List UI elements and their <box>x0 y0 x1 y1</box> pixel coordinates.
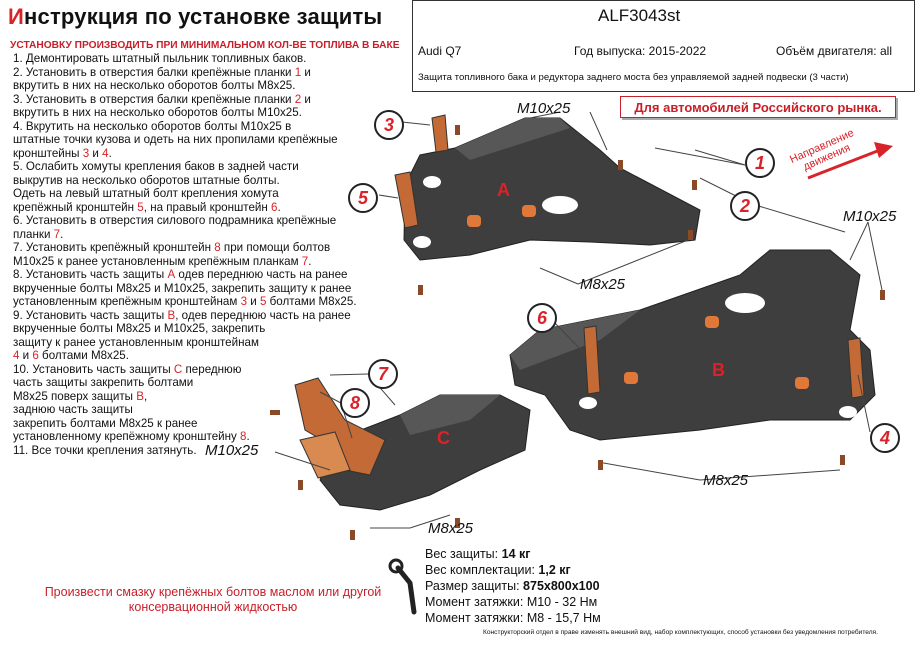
bolt-icon <box>455 125 460 135</box>
bolt-icon <box>418 285 423 295</box>
step-9-end: 4 и 6 болтами М8х25. <box>13 349 129 362</box>
step-7-end: М10х25 к ранее установленным крепёжным п… <box>13 254 312 268</box>
step-2: 2. Установить в отверстия балки крепёжны… <box>13 65 311 79</box>
spec-size: Размер защиты: 875x800x100 <box>425 579 600 593</box>
specifications: Вес защиты: 14 кг Вес комплектации: 1,2 … <box>425 546 601 626</box>
part-c-label: C <box>437 428 450 448</box>
step-11: 11. Все точки крепления затянуть. <box>13 443 197 457</box>
fuel-warning: УСТАНОВКУ ПРОИЗВОДИТЬ ПРИ МИНИМАЛЬНОМ КО… <box>10 40 400 51</box>
spec-torque-m10: Момент затяжки: М10 - 32 Нм <box>425 595 598 609</box>
bolt-icon <box>880 290 885 300</box>
step-8: 8. Установить часть защиты А одев передн… <box>13 268 348 281</box>
bolt-icon <box>270 410 280 415</box>
protection-part-c <box>294 377 531 511</box>
step-9-cont: вкрученные болты М8х25 и М10х25, закрепи… <box>13 322 266 335</box>
product-code: ALF3043st <box>598 6 681 25</box>
bolt-label-m10-right: M10x25 <box>843 208 897 225</box>
leader-lines <box>274 111 883 529</box>
step-3-cont: вкрутить в них на несколько оборотов бол… <box>13 106 302 119</box>
car-model: Audi Q7 <box>418 44 462 58</box>
callout-7: 7 <box>368 359 398 389</box>
step-3: 3. Установить в отверстия балки крепёжны… <box>13 92 311 106</box>
step-8-end: установленным крепёжным кронштейнам 3 и … <box>13 295 357 308</box>
wrench-icon <box>388 558 417 615</box>
step-10-cont2: М8х25 поверх защиты В, <box>13 389 148 403</box>
footer-disclaimer: Конструкторский отдел в праве изменять в… <box>483 629 878 636</box>
spec-weight: Вес защиты: 14 кг <box>425 547 531 561</box>
bolt-icon <box>840 455 845 465</box>
step-10-cont4: закрепить болтами М8х25 к ранее <box>13 416 198 430</box>
step-5-cont: выкрутив на несколько оборотов штатные б… <box>13 173 280 187</box>
step-5-cont2: Одеть на левый штатный болт крепления хо… <box>13 187 279 200</box>
callout-1: 1 <box>745 148 775 178</box>
step-6-end: планки 7. <box>13 227 64 241</box>
step-4-end: кронштейны 3 и 4. <box>13 146 112 160</box>
direction-arrow-icon <box>807 148 881 180</box>
step-6: 6. Установить в отверстия силового подра… <box>13 214 337 227</box>
step-10-cont: часть защиты закрепить болтами <box>13 376 194 389</box>
bolt-glyphs <box>270 125 885 540</box>
step-10-end: установленному крепёжному кронштейну 8. <box>13 430 250 443</box>
bolt-icon <box>618 160 623 170</box>
step-4: 4. Вкрутить на несколько оборотов болты … <box>13 119 292 133</box>
step-10: 10. Установить часть защиты С переднюю <box>13 362 242 376</box>
step-9: 9. Установить часть защиты В, одев перед… <box>13 308 351 322</box>
step-2-cont: вкрутить в них на несколько оборотов бол… <box>13 79 296 92</box>
bolt-icon <box>692 180 697 190</box>
bolt-label-m10-left: M10x25 <box>205 442 259 459</box>
bolt-icon <box>455 518 460 528</box>
lubricant-note: Произвести смазку крепёжных болтов масло… <box>44 585 382 614</box>
callout-3: 3 <box>374 110 404 140</box>
callout-6: 6 <box>527 303 557 333</box>
step-9-cont2: защиту к ранее установленным кронштейнам <box>13 335 259 349</box>
part-b-label: B <box>712 360 725 380</box>
step-5: 5. Ослабить хомуты крепления баков в зад… <box>13 160 299 173</box>
bolt-label-m8-mid: M8x25 <box>580 276 626 293</box>
protection-part-a <box>394 114 701 261</box>
engine-volume: Объём двигателя: all <box>776 44 892 58</box>
bolt-icon <box>298 480 303 490</box>
page-title: Инструкция по установке защиты <box>8 4 383 29</box>
part-a-label: A <box>497 180 510 200</box>
bolt-icon <box>350 530 355 540</box>
bolt-icon <box>598 460 603 470</box>
bolt-label-m10-top: M10x25 <box>517 100 571 117</box>
step-5-end: крепёжный кронштейн 5, на правый кронште… <box>13 200 281 214</box>
bolt-icon <box>688 230 693 240</box>
bolt-label-m8-bottom: M8x25 <box>428 520 474 537</box>
spec-torque-m8: Момент затяжки: М8 - 15,7 Нм <box>425 611 601 625</box>
step-1: 1. Демонтировать штатный пыльник топливн… <box>13 52 307 65</box>
spec-kit-weight: Вес комплектации: 1,2 кг <box>425 563 571 577</box>
bolt-label-m8-right: M8x25 <box>703 472 749 489</box>
step-7: 7. Установить крепёжный кронштейн 8 при … <box>13 241 331 254</box>
callout-5: 5 <box>348 183 378 213</box>
step-4-cont: штатные точки кузова и одеть на них проп… <box>13 133 338 146</box>
direction-arrowhead-icon <box>874 142 893 158</box>
product-description: Защита топливного бака и редуктора задне… <box>418 72 849 83</box>
step-8-cont: вкрученные болты М8х25 и М10х25, закрепи… <box>13 281 352 295</box>
product-header-box <box>412 0 915 92</box>
callout-8: 8 <box>340 388 370 418</box>
instruction-steps: 1. Демонтировать штатный пыльник топливн… <box>13 52 401 457</box>
callout-2: 2 <box>730 191 760 221</box>
step-10-cont3: заднюю часть защиты <box>13 403 133 416</box>
production-years: Год выпуска: 2015-2022 <box>574 44 707 58</box>
market-note: Для автомобилей Российского рынка. <box>620 96 896 118</box>
callout-4: 4 <box>870 423 900 453</box>
protection-part-b <box>509 249 876 441</box>
